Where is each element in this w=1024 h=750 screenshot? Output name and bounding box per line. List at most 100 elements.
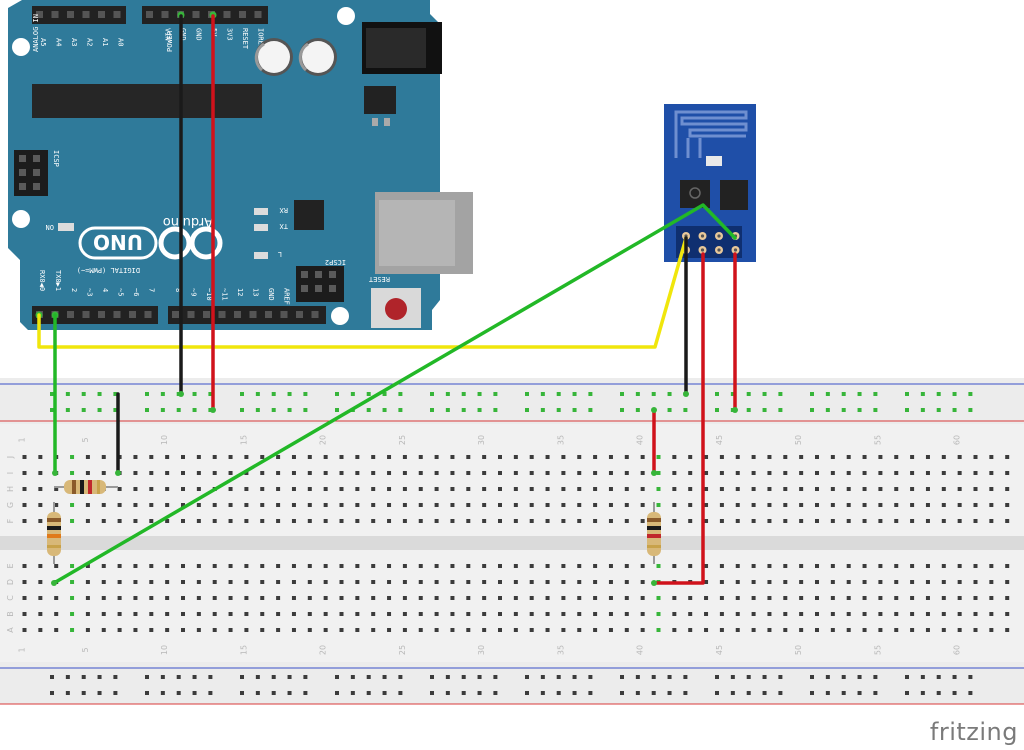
rail-hole [65, 691, 70, 695]
rail-hole [825, 675, 830, 679]
rail-hole [746, 408, 751, 412]
rail-hole [208, 392, 213, 396]
rail-hole [255, 392, 260, 396]
breadboard-hole [846, 628, 851, 632]
breadboard-hole [957, 503, 962, 507]
breadboard-hole [149, 455, 154, 459]
mounting-hole [337, 7, 355, 25]
breadboard-hole [450, 503, 455, 507]
breadboard-hole [387, 612, 392, 616]
breadboard-hole [862, 519, 867, 523]
breadboard-hole [117, 612, 122, 616]
breadboard-hole [149, 628, 154, 632]
breadboard-bottom-terminal-area [0, 550, 1024, 662]
rail-hole [683, 675, 688, 679]
breadboard-hole [498, 580, 502, 584]
breadboard-hole [925, 487, 930, 491]
breadboard-hole [323, 455, 328, 459]
breadboard-hole [529, 580, 534, 584]
rail-hole [366, 675, 371, 679]
breadboard-hole [672, 564, 677, 568]
rail-hole [113, 675, 118, 679]
rail-hole [461, 691, 466, 695]
breadboard-hole [165, 564, 170, 568]
rail-hole [841, 408, 846, 412]
rail-hole [968, 408, 973, 412]
breadboard-hole [260, 487, 265, 491]
row-letter: A [6, 627, 15, 633]
breadboard-hole [323, 487, 328, 491]
row-letter: D [6, 579, 15, 585]
breadboard-hole [228, 519, 233, 523]
breadboard-hole [529, 596, 534, 600]
breadboard-hole [212, 580, 217, 584]
header-pin [146, 11, 153, 18]
digital-pin-label: ~3 [86, 288, 94, 296]
breadboard-hole [212, 503, 217, 507]
breadboard-hole [815, 596, 819, 600]
rail-hole [936, 675, 941, 679]
breadboard-hole [767, 487, 772, 491]
breadboard-hole [22, 487, 27, 491]
breadboard-hole [291, 580, 296, 584]
icsp2-pin [315, 285, 322, 292]
breadboard-hole [767, 455, 772, 459]
breadboard-hole [767, 628, 772, 632]
breadboard-hole [989, 596, 994, 600]
rail-hole [540, 675, 545, 679]
breadboard-hole [672, 455, 677, 459]
breadboard-hole [830, 503, 835, 507]
breadboard-hole [672, 612, 677, 616]
breadboard-hole [307, 564, 312, 568]
breadboard-hole [624, 487, 629, 491]
breadboard-hole [878, 612, 883, 616]
breadboard-hole [482, 487, 487, 491]
breadboard-hole [165, 471, 170, 475]
resistor-band [47, 545, 61, 548]
icsp-pin [33, 183, 40, 190]
breadboard-hole [355, 580, 360, 584]
breadboard-hole [371, 487, 376, 491]
breadboard-hole [228, 628, 233, 632]
row-letter: J [6, 456, 15, 459]
breadboard-hole [434, 487, 439, 491]
esp-antenna-trace [674, 110, 748, 158]
breadboard-hole [22, 564, 27, 568]
breadboard-hole [133, 596, 138, 600]
breadboard-hole [117, 580, 122, 584]
on-label: ON [46, 223, 54, 231]
esp-chip-logo [689, 187, 701, 199]
rail-hole [525, 392, 529, 396]
breadboard-hole [672, 487, 677, 491]
breadboard-hole [260, 628, 265, 632]
breadboard-hole [85, 519, 90, 523]
rail-hole [461, 392, 466, 396]
breadboard-column-numbers: 1155101015152020252530303535404045455050… [18, 435, 962, 655]
infinity-left [158, 226, 192, 260]
breadboard-hole [925, 580, 930, 584]
breadboard-hole [307, 596, 312, 600]
rail-hole [810, 392, 814, 396]
breadboard-hole [830, 580, 835, 584]
breadboard-hole [85, 580, 90, 584]
breadboard-hole [181, 628, 185, 632]
breadboard-hole [656, 564, 661, 568]
breadboard-hole [973, 519, 978, 523]
breadboard-hole [466, 564, 471, 568]
fritzing-brand: fritzing [929, 718, 1018, 746]
rail-hole [635, 392, 640, 396]
breadboard-hole [735, 487, 740, 491]
digital-pin-label: ~9 [190, 288, 198, 296]
breadboard-hole [513, 564, 518, 568]
breadboard-hole [767, 580, 772, 584]
breadboard-hole [291, 471, 296, 475]
rail-hole [477, 408, 482, 412]
breadboard-hole [165, 596, 170, 600]
breadboard-hole [830, 455, 835, 459]
breadboard-hole [894, 503, 899, 507]
breadboard-hole [276, 580, 281, 584]
breadboard-hole [735, 503, 740, 507]
breadboard-hole [133, 628, 138, 632]
rail-hole [873, 675, 878, 679]
